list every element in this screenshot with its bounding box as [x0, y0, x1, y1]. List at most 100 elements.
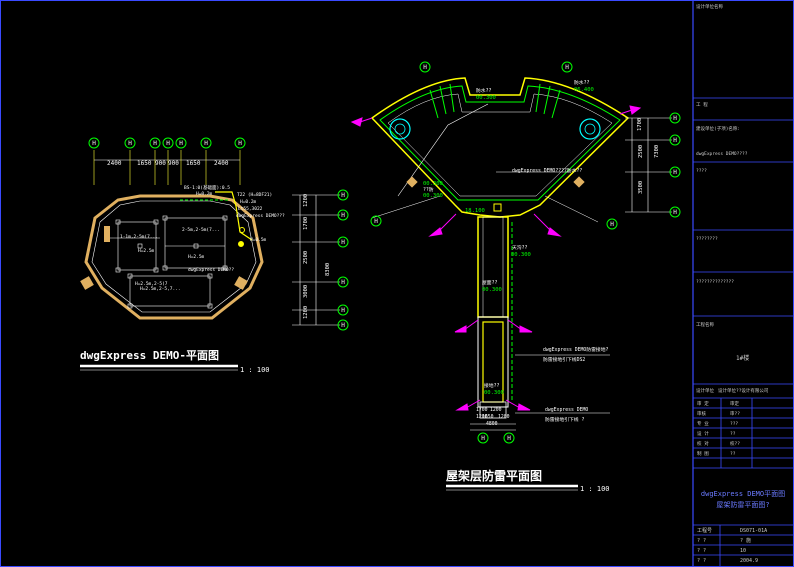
column-9 [207, 273, 213, 279]
note-9: H=2.5m [138, 248, 155, 254]
note-5: Lt55,3022 [238, 206, 263, 212]
roof-outline [370, 77, 630, 218]
grid-bubble-roof-diag-1-label: H [610, 221, 614, 228]
grid-bubble-left-top-0-label: H [92, 140, 96, 147]
grid-bubble-roof-bottom-1-label: H [507, 435, 511, 442]
rnote-8: dwgExpress DEMO [545, 407, 588, 413]
rnote-15: 1200 [476, 414, 488, 420]
note-1: BS-1:0(基础面):0.5 [184, 184, 230, 191]
tb-info-value-2: 10 [740, 548, 746, 554]
note-3: T22 (H=8DF21) [237, 192, 272, 198]
lvl-1: 00.300 [476, 95, 496, 101]
grid-bubble-left-top-3: H [162, 137, 174, 149]
right-plan-scale: 1 : 100 [580, 485, 610, 493]
note-10: 2-5m,2-5m(7... [182, 227, 220, 233]
dim-top-6: 2400 [214, 160, 229, 167]
lvl-6: 00.300 [482, 287, 502, 293]
column-2 [162, 215, 168, 221]
grid-bubble-left-side-2: H [337, 236, 349, 248]
grid-bubble-roof-bottom-0-label: H [481, 435, 485, 442]
column-3 [222, 215, 228, 221]
tb-row-2: 工 程 [696, 101, 708, 108]
rdim-2: 1700 [303, 217, 309, 230]
tb-project-name: 1#楼 [736, 354, 749, 362]
tb-drawing-title-2: 屋架防雷平面图? [716, 500, 769, 509]
note-7: H=0.5m [250, 237, 267, 243]
dim-top-3: 900 [155, 160, 166, 167]
grid-bubble-left-top-6-label: H [238, 140, 242, 147]
lvl-5: 00.300 [511, 252, 531, 258]
rnote-1: 防水?? [476, 87, 491, 94]
lvl-3: 00.300 [423, 193, 443, 199]
rnote-14: 1650 [482, 414, 494, 420]
column-7 [222, 265, 228, 271]
rnote-10: 屋面?? [482, 280, 497, 286]
grid-bubble-left-side-5: H [337, 319, 349, 331]
grid-bubble-roof-side-3: H [669, 206, 681, 218]
left-plan-scale: 1 : 100 [240, 366, 270, 374]
rnote-2: 防水?? [574, 79, 589, 86]
tb-info-value-3: 2004.9 [740, 558, 758, 564]
rnote-12: 1700 [476, 407, 488, 413]
grid-bubble-roof-side-1: H [669, 134, 681, 146]
tb-row-5: ???? [696, 168, 707, 174]
grid-bubble-left-top-4-label: H [179, 140, 183, 147]
grid-bubble-roof-diag-0: H [370, 215, 382, 227]
column-6 [162, 265, 168, 271]
rnote-9: 防雷接地引下线 ? [545, 416, 584, 423]
rnote-4: ??防 [423, 186, 434, 193]
grid-bubble-roof-top-1: H [561, 61, 573, 73]
rnote-13: 1200 [490, 407, 502, 413]
dim-top-5: 1650 [186, 160, 201, 167]
grid-bubble-left-side-4: H [337, 304, 349, 316]
tb-company-label: 设计单位 [696, 387, 714, 394]
grid-bubble-roof-bottom-1: H [503, 432, 515, 444]
column-5 [153, 267, 159, 273]
note-14: H=2.5m,2-5(7 [135, 281, 168, 287]
lvl-4: 18.100 [465, 208, 485, 214]
tb-sign-value-5: ?? [730, 451, 736, 457]
rnote-5: 天沟?? [512, 244, 527, 251]
rnote-3: dwgExpress DEMO????防水?? [512, 167, 582, 174]
grid-bubble-left-top-2-label: H [153, 140, 157, 147]
grid-bubble-left-side-1-label: H [341, 212, 345, 219]
grid-bubble-roof-diag-0-label: H [374, 218, 378, 225]
tb-sign-value-4: 校?? [730, 440, 740, 447]
note-6: dwgExpress DEMO??? [236, 213, 285, 219]
grid-bubble-left-top-1-label: H [128, 140, 132, 147]
rdim-4: 3000 [303, 285, 309, 298]
title-block [693, 97, 794, 567]
rnote-11: 接地?? [484, 382, 499, 389]
column-1 [153, 219, 159, 225]
lvl-8: 00.300 [423, 181, 443, 187]
grid-bubble-left-top-0: H [88, 137, 100, 149]
rdim-total: 8300 [325, 263, 331, 276]
column-0 [115, 219, 121, 225]
grid-bubble-left-side-0: H [337, 189, 349, 201]
grid-bubble-left-top-5-label: H [204, 140, 208, 147]
dim-top-4: 900 [168, 160, 179, 167]
rnote-6: dwgExpress DEMO防雷接地? [543, 346, 609, 353]
lvl-7: 00.300 [484, 390, 504, 396]
note-12: dwgExpress DEMO?? [188, 267, 234, 273]
tb-sign-value-2: ??? [730, 421, 738, 427]
grid-bubble-roof-side-2-label: H [673, 169, 677, 176]
tb-row-4: dwgExpress DEMO???? [696, 151, 748, 157]
rp-dim-1: 1700 [637, 118, 643, 131]
tb-sign-value-1: 审?? [730, 410, 740, 417]
tb-info-label-1: ? ? [697, 538, 706, 544]
tb-sign-value-0: 审定 [730, 400, 739, 407]
left-plan-title: dwgExpress DEMO-平面图 [80, 349, 219, 362]
grid-bubble-left-top-3-label: H [166, 140, 170, 147]
tb-row-3: 建设单位(子项)名称: [696, 125, 740, 132]
rp-dim-total: 7300 [654, 145, 660, 158]
tb-company: 设计单位??设计有限公司 [718, 387, 768, 394]
grid-bubble-roof-top-1-label: H [565, 64, 569, 71]
column-8 [127, 273, 133, 279]
grid-bubble-roof-side-0-label: H [673, 115, 677, 122]
grid-bubble-left-side-0-label: H [341, 192, 345, 199]
